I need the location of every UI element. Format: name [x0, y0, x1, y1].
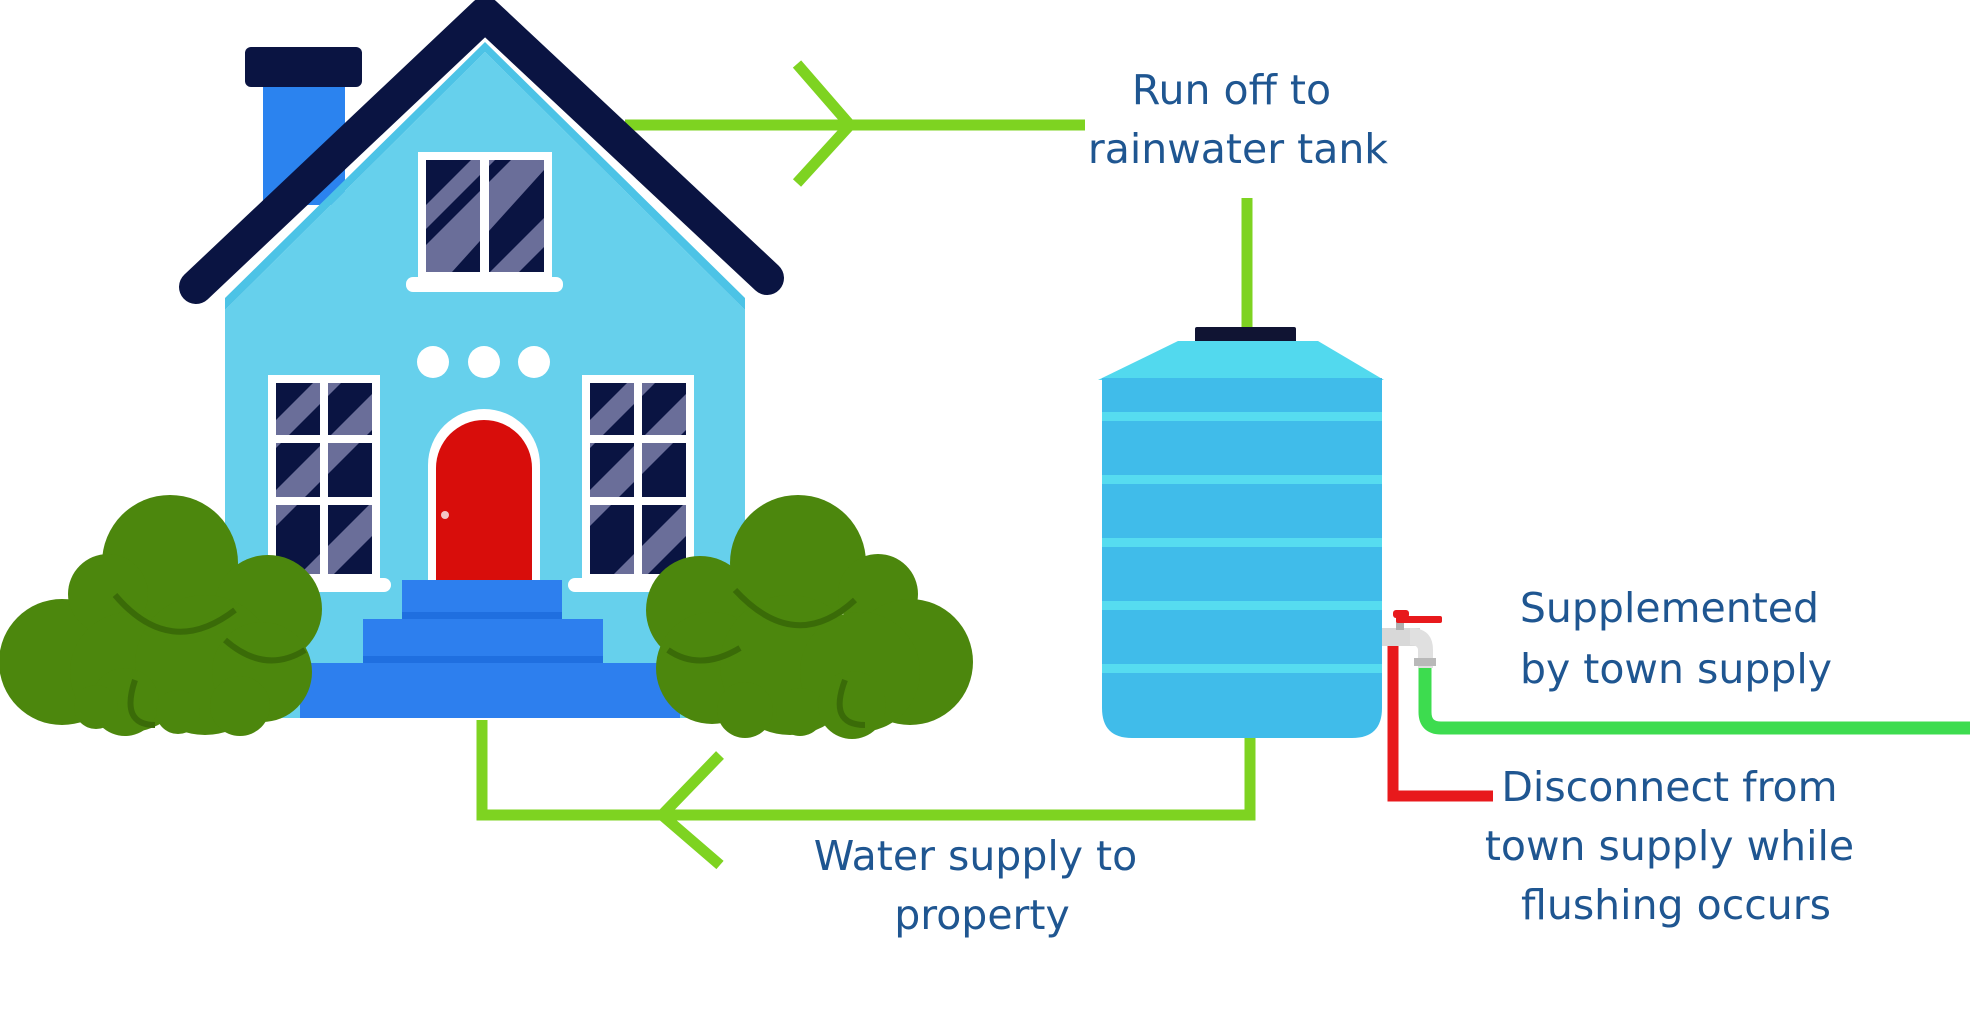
- bush-icon: [646, 495, 973, 739]
- water-supply-label-line: Water supply to: [814, 832, 1137, 880]
- runoff-label: Run off to rainwater tank: [1088, 66, 1388, 173]
- vent: [518, 346, 550, 378]
- supply-arrow: [653, 751, 724, 870]
- runoff-label-line: Run off to: [1132, 66, 1331, 114]
- bush-icon: [0, 495, 322, 736]
- vent: [468, 346, 500, 378]
- disconnect-label: Disconnect from town supply while flushi…: [1485, 763, 1867, 929]
- left-window: [257, 375, 391, 592]
- disconnect-label-line: town supply while: [1485, 822, 1854, 870]
- runoff-label-line: rainwater tank: [1088, 125, 1388, 173]
- town-supply-hose: [1418, 665, 1970, 735]
- tap-icon: [1380, 610, 1442, 668]
- house-icon: [179, 0, 784, 718]
- roof: [179, 0, 784, 304]
- runoff-arrow: [792, 60, 858, 187]
- attic-window: [406, 152, 563, 292]
- property-supply-pipe: [476, 720, 1256, 870]
- rainwater-tank-icon: [1098, 327, 1384, 738]
- disconnect-label-line: Disconnect from: [1501, 763, 1837, 811]
- front-door: [428, 409, 540, 588]
- vent: [417, 346, 449, 378]
- roof-runoff-pipe: [625, 60, 1085, 187]
- supplemented-label-line: by town supply: [1520, 645, 1832, 693]
- front-steps: [300, 580, 680, 718]
- right-window: [568, 375, 702, 592]
- water-supply-label: Water supply to property: [814, 832, 1151, 939]
- disconnect-pipe: [1387, 640, 1493, 802]
- disconnect-label-line: flushing occurs: [1521, 881, 1831, 929]
- supplemented-label-line: Supplemented: [1520, 584, 1819, 632]
- supplemented-label: Supplemented by town supply: [1520, 584, 1832, 693]
- water-supply-label-line: property: [894, 891, 1070, 939]
